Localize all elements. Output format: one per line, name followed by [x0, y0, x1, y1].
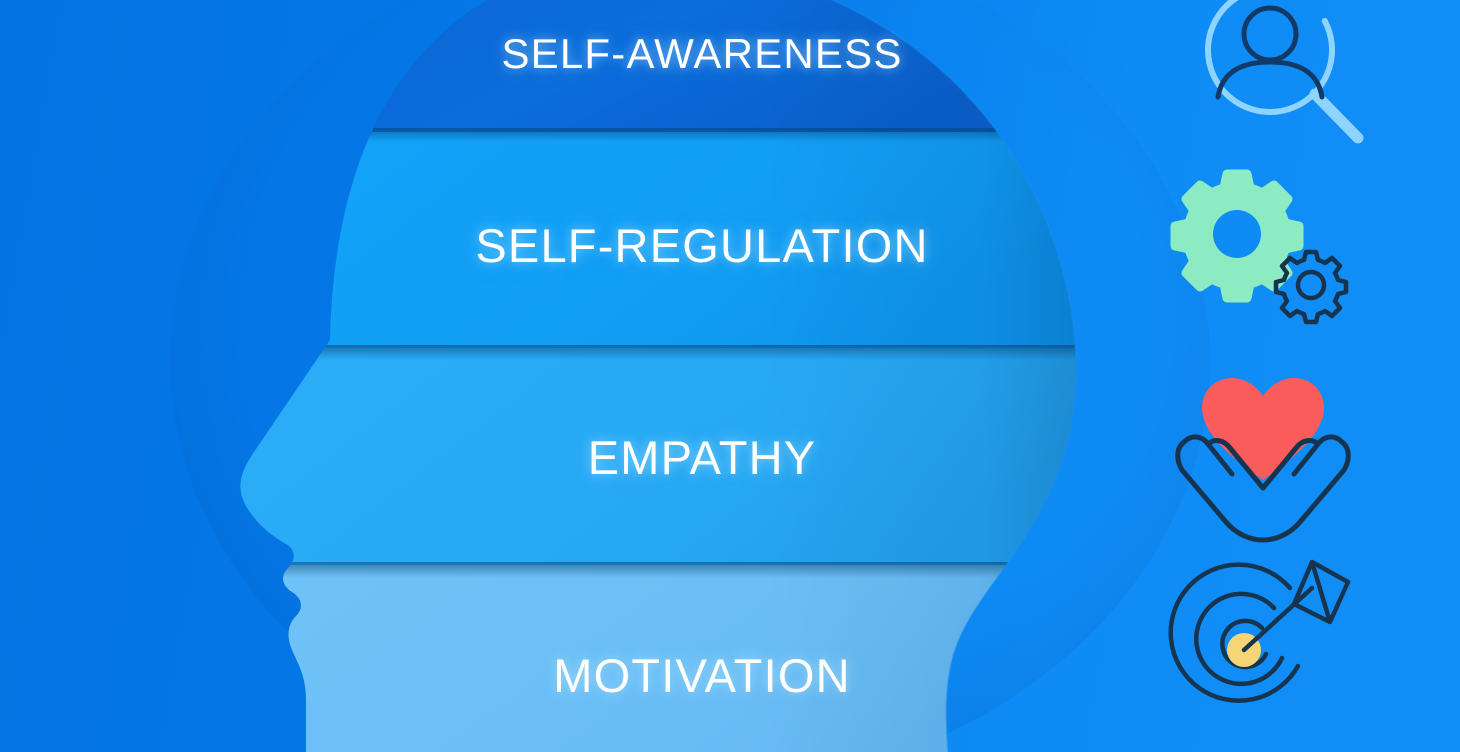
heart-in-hands-icon — [1175, 378, 1351, 543]
head-outline-right — [829, 0, 1078, 752]
target-rings-icon — [1168, 562, 1301, 703]
icon-rail — [1154, 0, 1384, 752]
gears-icon — [1170, 169, 1349, 325]
target-with-dart-icon — [1168, 559, 1351, 703]
small-gear-icon — [1273, 249, 1349, 325]
person-shoulders-icon — [1215, 59, 1325, 100]
big-gear-icon — [1170, 169, 1304, 303]
person-in-magnifier-icon — [1205, 0, 1364, 144]
person-head-icon — [1241, 5, 1299, 63]
dart-fletching-icon — [1291, 559, 1351, 625]
heart-shape-icon — [1202, 378, 1324, 480]
magnifier-lens-ring — [1205, 0, 1335, 116]
magnifier-handle — [1309, 88, 1364, 144]
dart-shaft-icon — [1241, 585, 1315, 653]
cupped-hands-icon — [1175, 434, 1351, 543]
